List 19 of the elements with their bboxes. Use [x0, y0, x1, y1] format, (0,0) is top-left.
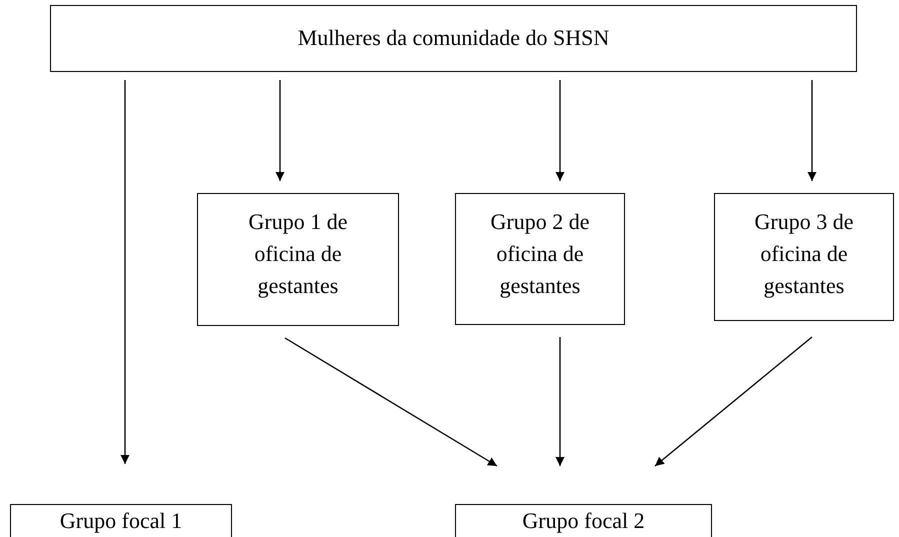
arrow — [654, 336, 812, 466]
box-label: Grupo focal 2 — [522, 508, 645, 534]
process-box — [455, 193, 625, 325]
arrow — [808, 80, 816, 181]
process-box — [197, 193, 399, 326]
process-box — [50, 5, 857, 72]
arrow — [556, 80, 564, 181]
process-box — [455, 504, 712, 537]
box-label: Grupo 1 de oficina de gestantes — [248, 208, 348, 300]
process-box — [714, 193, 894, 321]
box-label: Grupo focal 1 — [60, 508, 182, 534]
arrow — [556, 337, 564, 466]
box-label: Mulheres da comunidade do SHSN — [298, 24, 610, 52]
process-box — [10, 504, 232, 537]
arrow — [276, 80, 284, 181]
box-label: Grupo 2 de oficina de gestantes — [490, 208, 590, 300]
arrow — [120, 80, 130, 464]
arrow — [284, 337, 498, 467]
box-label: Grupo 3 de oficina de gestantes — [754, 208, 854, 300]
